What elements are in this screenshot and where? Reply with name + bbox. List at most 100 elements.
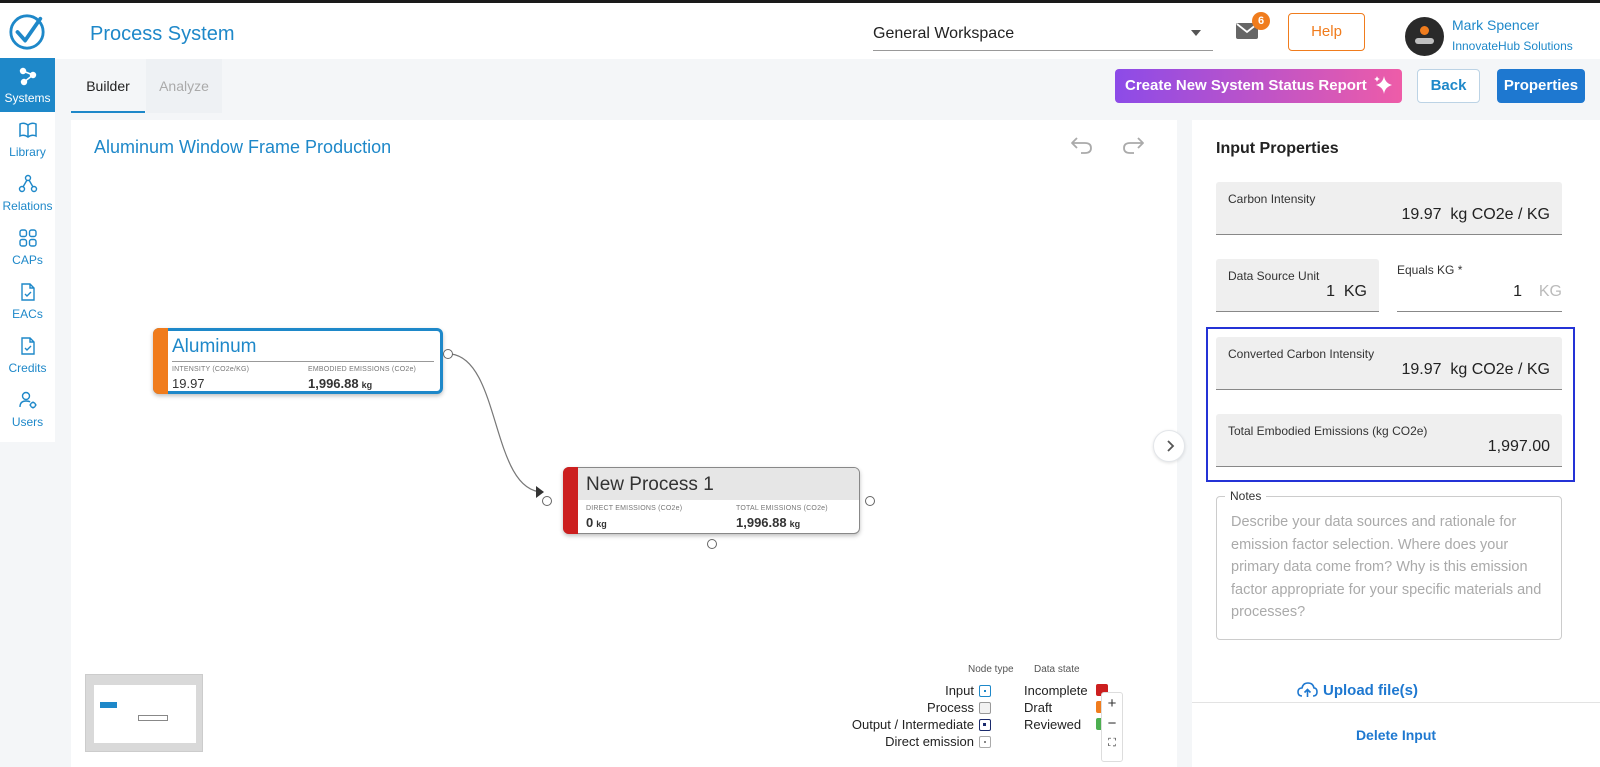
legend-process-swatch	[979, 702, 991, 714]
book-icon	[19, 122, 37, 138]
legend-state-draft: Draft	[1024, 700, 1053, 715]
legend-data-state-header: Data state	[1034, 664, 1080, 675]
highlight-box	[1206, 327, 1575, 482]
sidebar-item-label: EACs	[12, 307, 43, 321]
sidebar-item-users[interactable]: Users	[0, 382, 55, 436]
node-total-unit: kg	[789, 519, 801, 529]
field-value: 1	[1513, 283, 1522, 300]
user-org: InnovateHub Solutions	[1452, 39, 1573, 53]
sidebar-item-label: Users	[11, 415, 44, 429]
upload-files-button[interactable]: Upload file(s)	[1297, 682, 1419, 699]
node-output-handle[interactable]	[443, 349, 453, 359]
converted-carbon-intensity-field[interactable]: Converted Carbon Intensity 19.97 kg CO2e…	[1216, 337, 1562, 390]
sidebar-item-relations[interactable]: Relations	[0, 166, 55, 220]
legend-state-incomplete: Incomplete	[1024, 683, 1088, 698]
node-intensity-value: 19.97	[172, 376, 205, 391]
canvas-title: Aluminum Window Frame Production	[94, 137, 392, 157]
properties-button[interactable]: Properties	[1497, 69, 1585, 103]
node-direct-emission-handle[interactable]	[707, 539, 717, 549]
avatar-logo-base	[1415, 38, 1434, 44]
legend-node-type-header: Node type	[968, 664, 1014, 675]
user-name[interactable]: Mark Spencer	[1452, 17, 1540, 33]
node-embodied-label: EMBODIED EMISSIONS (CO2e)	[308, 366, 417, 373]
node-intensity-label: INTENSITY (CO2e/KG)	[172, 366, 250, 373]
legend-node-type-process: Process	[927, 700, 974, 715]
node-name: Aluminum	[172, 336, 257, 357]
legend-direct-swatch	[979, 736, 991, 748]
tab-analyze[interactable]: Analyze	[146, 59, 222, 113]
users-gear-icon	[19, 391, 37, 409]
legend-node-type-output: Output / Intermediate	[851, 717, 974, 732]
mail-count-badge: 6	[1252, 12, 1270, 30]
avatar[interactable]	[1405, 17, 1444, 56]
field-label: Equals KG *	[1397, 263, 1463, 277]
avatar-logo-sun	[1420, 26, 1429, 35]
back-button[interactable]: Back	[1417, 69, 1480, 103]
document-check-icon	[21, 283, 35, 301]
node-direct-number: 0	[586, 515, 594, 530]
grid-icon	[19, 229, 37, 247]
node-header	[578, 468, 859, 500]
sidebar-item-eacs[interactable]: EACs	[0, 274, 55, 328]
notes-textarea[interactable]: Notes Describe your data sources and rat…	[1216, 489, 1562, 640]
sidebar-item-caps[interactable]: CAPs	[0, 220, 55, 274]
sidebar-item-library[interactable]: Library	[0, 112, 55, 166]
tab-builder[interactable]: Builder	[71, 59, 145, 113]
legend-state-reviewed: Reviewed	[1024, 717, 1082, 732]
total-embodied-emissions-field[interactable]: Total Embodied Emissions (kg CO2e) 1,997…	[1216, 414, 1562, 467]
data-source-unit-field[interactable]: Data Source Unit 1 KG	[1216, 259, 1379, 312]
workspace-select[interactable]: General Workspace	[873, 15, 1213, 51]
equals-kg-field[interactable]: Equals KG * 1 KG	[1397, 263, 1562, 312]
field-label: Total Embodied Emissions (kg CO2e)	[1228, 424, 1428, 438]
sidebar: Systems Library Relations CAPs EACs	[0, 58, 55, 442]
field-value: 1,997.00	[1487, 438, 1550, 455]
app-header: Process System General Workspace 6 Help …	[0, 3, 1600, 59]
minimap[interactable]	[85, 674, 203, 752]
sidebar-item-systems[interactable]: Systems	[0, 58, 55, 112]
node-embodied-unit: kg	[361, 380, 373, 390]
delete-input-button[interactable]: Delete Input	[1355, 727, 1437, 743]
workspace-value: General Workspace	[873, 25, 1015, 42]
node-input-handle[interactable]	[542, 496, 552, 506]
field-value: 1 KG	[1326, 283, 1367, 300]
undo-icon[interactable]	[1070, 134, 1094, 156]
create-status-report-button[interactable]: Create New System Status Report	[1115, 69, 1402, 103]
help-button[interactable]: Help	[1288, 13, 1365, 51]
carbon-intensity-field[interactable]: Carbon Intensity 19.97 kg CO2e / KG	[1216, 182, 1562, 235]
zoom-controls: + − ⛶	[1101, 692, 1123, 762]
cloud-upload-icon	[1297, 682, 1318, 697]
minimap-viewport	[94, 685, 196, 743]
node-name: New Process 1	[586, 474, 714, 495]
field-value: 19.97 kg CO2e / KG	[1401, 361, 1550, 378]
fit-view-button[interactable]: ⛶	[1108, 737, 1116, 749]
chevron-down-icon	[1191, 30, 1201, 36]
zoom-in-button[interactable]: +	[1107, 695, 1117, 712]
zoom-out-button[interactable]: −	[1107, 715, 1117, 732]
field-label: Data Source Unit	[1228, 269, 1320, 283]
panel-title: Input Properties	[1216, 140, 1339, 157]
node-output-handle[interactable]	[865, 496, 875, 506]
legend-node-type-input: Input	[945, 683, 974, 698]
node-aluminum[interactable]: Aluminum INTENSITY (CO2e/KG) 19.97 EMBOD…	[153, 328, 443, 394]
input-properties-panel: Input Properties Carbon Intensity 19.97 …	[1192, 120, 1600, 767]
legend-node-type-direct: Direct emission	[885, 734, 974, 749]
node-total-number: 1,996.88	[736, 515, 787, 530]
notes-placeholder: Describe your data sources and rationale…	[1231, 514, 1542, 620]
field-label: Converted Carbon Intensity	[1228, 347, 1375, 361]
sidebar-item-credits[interactable]: Credits	[0, 328, 55, 382]
node-divider	[172, 361, 434, 362]
node-embodied-number: 1,996.88	[308, 376, 359, 391]
redo-icon[interactable]	[1121, 134, 1145, 156]
systems-icon	[19, 67, 37, 86]
panel-divider	[1192, 702, 1600, 703]
builder-canvas[interactable]: Aluminum Window Frame Production Aluminu…	[71, 120, 1185, 767]
node-state-stripe	[563, 467, 578, 534]
chevron-right-icon	[1167, 440, 1175, 452]
upload-files-label: Upload file(s)	[1323, 682, 1419, 699]
app-logo-icon[interactable]	[8, 13, 46, 51]
legend-input-swatch	[979, 685, 991, 697]
collapse-panel-button[interactable]	[1153, 430, 1185, 462]
